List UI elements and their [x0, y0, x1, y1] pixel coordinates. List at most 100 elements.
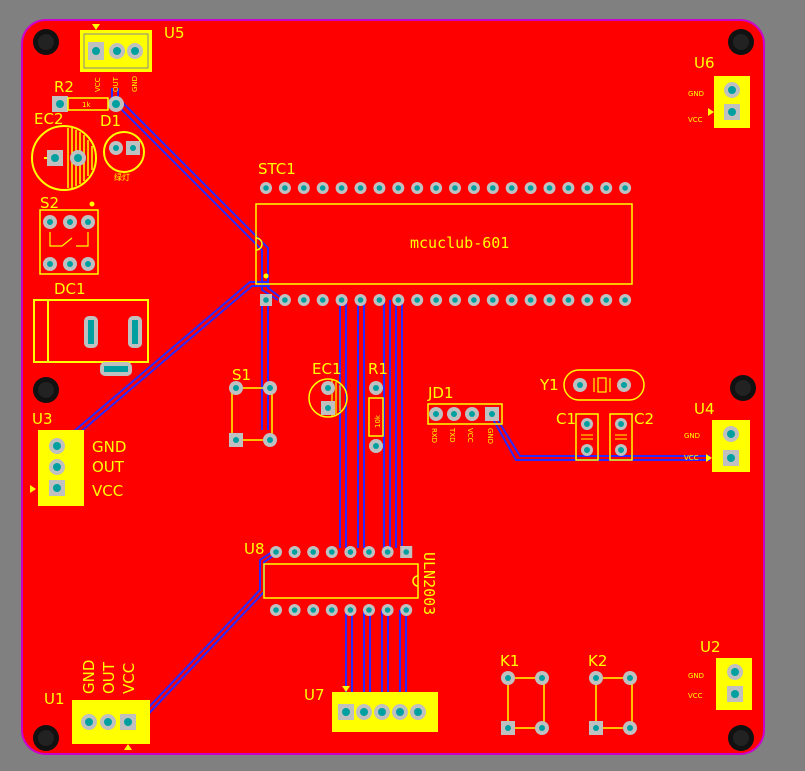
u1-connector[interactable] [72, 700, 150, 750]
stc1-pin-pad-hole [508, 297, 515, 303]
stc1-pin-pad-hole [452, 185, 458, 191]
k1-ref: K1 [500, 652, 519, 670]
stc1-pin-pad-hole [395, 297, 402, 303]
u2-connector[interactable] [716, 658, 752, 710]
u1-pin-vcc: VCC [120, 663, 138, 694]
jd1-pin-rxd: RXD [430, 428, 438, 443]
stc1-pin-pad-hole [338, 297, 345, 303]
stc1-ref: STC1 [258, 160, 296, 178]
u8-chip[interactable] [263, 546, 419, 616]
stc1-pin-pad-hole [603, 185, 609, 191]
c2-ref: C2 [634, 410, 654, 428]
d1-label: 绿灯 [114, 172, 130, 182]
stc1-pin-pad-hole [471, 185, 477, 191]
stc1-pin-pad-hole [452, 297, 458, 303]
ec1-capacitor[interactable] [308, 378, 348, 418]
stc1-pin-pad-hole [395, 185, 402, 191]
u8-pin-pad-hole [384, 549, 391, 555]
r1-value: 10k [374, 414, 382, 428]
stc1-pin-pad-hole [546, 297, 553, 303]
k1-button[interactable] [501, 671, 549, 735]
u3-pin-vcc: VCC [92, 482, 123, 500]
k2-button[interactable] [589, 671, 637, 735]
r2-resistor[interactable] [52, 96, 124, 112]
stc1-pin-pad-hole [603, 297, 609, 303]
u6-pin-gnd: GND [688, 90, 704, 98]
u8-pin-pad-hole [329, 549, 335, 555]
u4-ref: U4 [694, 400, 715, 418]
stc1-pin-pad-hole [584, 185, 591, 191]
dc1-ref: DC1 [54, 280, 86, 298]
u6-connector[interactable] [708, 76, 750, 128]
u5-pin-vcc: VCC [94, 77, 102, 92]
stc1-pin-pad-hole [622, 297, 628, 303]
stc1-chip[interactable] [255, 182, 633, 306]
u5-pin-out: OUT [112, 76, 120, 92]
u8-pin-pad-hole [329, 607, 335, 613]
y1-crystal[interactable] [563, 369, 645, 401]
u4-pin-vcc: VCC [684, 454, 699, 462]
u1-pin-gnd: GND [80, 660, 98, 694]
s1-button[interactable] [229, 381, 277, 447]
u8-pin-pad-hole [273, 607, 279, 613]
u8-pin-pad-hole [403, 549, 410, 555]
ec1-ref: EC1 [312, 360, 342, 378]
s2-ref: S2 [40, 194, 59, 212]
stc1-pin-pad-hole [490, 185, 496, 191]
y1-ref: Y1 [539, 376, 559, 394]
u8-pin-pad-hole [347, 607, 354, 613]
stc1-pin-pad-hole [527, 185, 534, 191]
stc1-pin-pad-hole [376, 185, 383, 191]
u3-pin-gnd: GND [92, 438, 126, 456]
u8-pin-pad-hole [384, 607, 391, 613]
u2-pin-vcc: VCC [688, 692, 703, 700]
stc1-pin-pad-hole [282, 185, 288, 191]
ec2-ref: EC2 [34, 110, 64, 128]
jd1-ref: JD1 [427, 384, 454, 402]
stc1-pin-pad-hole [319, 185, 326, 191]
stc1-chip-label: mcuclub-601 [410, 234, 509, 252]
u8-pin-pad-hole [310, 549, 317, 555]
jd1-header[interactable] [427, 403, 503, 425]
c1-ref: C1 [556, 410, 576, 428]
u2-pin-gnd: GND [688, 672, 704, 680]
r1-resistor[interactable] [368, 381, 384, 453]
stc1-pin-pad-hole [282, 297, 288, 303]
u8-pin-pad-hole [291, 607, 298, 613]
u5-ref: U5 [164, 24, 185, 42]
stc1-pin-pad-hole [357, 297, 364, 303]
stc1-pin-pad-hole [414, 185, 421, 191]
stc1-pin-pad-hole [263, 185, 269, 191]
d1-led[interactable] [103, 131, 145, 173]
u4-pin-gnd: GND [684, 432, 700, 440]
c1-capacitor[interactable] [575, 413, 599, 461]
u6-ref: U6 [694, 54, 715, 72]
jd1-pin-txd: TXD [448, 427, 456, 442]
u8-chip-label: ULN2003 [420, 552, 438, 615]
stc1-pin-pad-hole [357, 185, 364, 191]
ec2-capacitor[interactable] [31, 125, 97, 191]
stc1-pin-pad-hole [433, 185, 439, 191]
s2-switch[interactable] [39, 201, 99, 275]
stc1-pin-pad-hole [527, 297, 534, 303]
u1-pin-out: OUT [100, 661, 118, 694]
u8-pin-pad-hole [366, 607, 372, 613]
stc1-pin-pad-hole [433, 297, 439, 303]
u3-ref: U3 [32, 410, 53, 428]
u3-connector[interactable] [30, 430, 84, 506]
r2-ref: R2 [54, 78, 74, 96]
dc1-power-jack[interactable] [33, 299, 149, 376]
u2-ref: U2 [700, 638, 721, 656]
u3-pin-out: OUT [92, 458, 125, 476]
u7-connector[interactable] [332, 686, 438, 732]
u5-connector[interactable] [80, 24, 152, 72]
u8-pin-pad-hole [310, 607, 317, 613]
stc1-pin-pad-hole [301, 185, 307, 191]
c2-capacitor[interactable] [609, 413, 633, 461]
stc1-pin-pad-hole [376, 297, 383, 303]
stc1-pin-pad-hole [490, 297, 496, 303]
u4-connector[interactable] [706, 420, 750, 472]
stc1-pin-pad-hole [263, 297, 269, 303]
u8-pin-pad-hole [291, 549, 298, 555]
